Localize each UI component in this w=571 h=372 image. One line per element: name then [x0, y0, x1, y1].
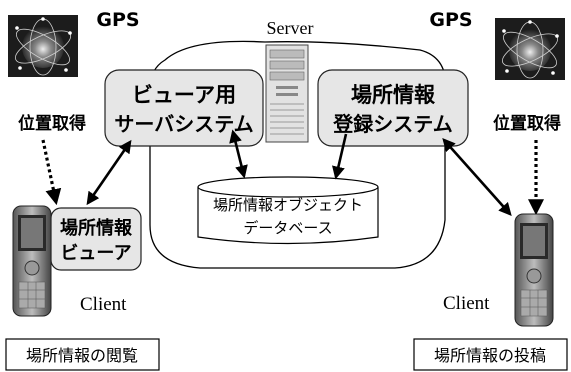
location-registration-system-box: 場所情報 登録システム [317, 69, 469, 147]
database-line1: 場所情報オブジェクト [213, 196, 363, 214]
post-location-info-label: 場所情報の投稿 [434, 346, 546, 365]
location-viewer-line1: 場所情報 [60, 217, 133, 239]
register-line2: 登録システム [332, 112, 452, 136]
browse-location-info-box: 場所情報の閲覧 [5, 338, 160, 371]
database-cylinder: 場所情報オブジェクト データベース [197, 176, 379, 245]
arrow-viewer-to-server [86, 139, 132, 206]
post-location-info-box: 場所情報の投稿 [413, 338, 568, 371]
client-left-label: Client [80, 294, 127, 315]
arrow-viewer-db [229, 129, 248, 179]
browse-location-info-label: 場所情報の閲覧 [26, 346, 138, 365]
client-phone-right-icon [514, 213, 554, 327]
client-phone-left-icon [12, 205, 52, 317]
position-acquire-right: 位置取得 [493, 113, 561, 134]
database-line2: データベース [243, 219, 332, 237]
position-acquire-left: 位置取得 [18, 113, 86, 134]
gps-left-dotted-arrow [41, 139, 62, 206]
viewer-server-line1: ビューア用 [132, 83, 236, 107]
viewer-server-system-box: ビューア用 サーバシステム [104, 69, 264, 147]
gps-left-label: GPS [96, 9, 139, 31]
satellite-globe-left-icon [8, 15, 78, 77]
satellite-globe-right-icon [495, 18, 565, 80]
register-line1: 場所情報 [351, 83, 436, 107]
arrow-register-to-client [442, 138, 512, 216]
server-label: Server [267, 18, 314, 38]
location-viewer-line2: ビューア [60, 243, 131, 264]
gps-right-label: GPS [429, 9, 472, 31]
server-icon [265, 44, 309, 143]
client-right-label: Client [443, 293, 490, 314]
arrow-register-db [332, 133, 348, 180]
location-viewer-box: 場所情報 ビューア [50, 207, 142, 271]
